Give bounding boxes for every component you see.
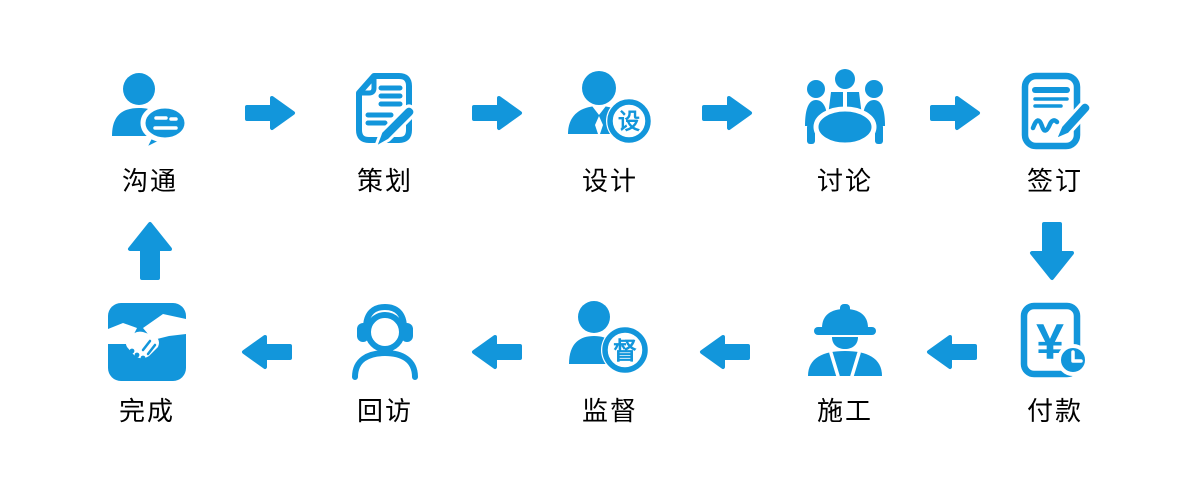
arrow-left-icon — [699, 332, 751, 372]
construction-worker-icon — [801, 298, 889, 386]
step-complete: 完成 — [77, 298, 217, 427]
step-signing: 签订 — [985, 68, 1125, 197]
step-discussion: 讨论 — [775, 68, 915, 197]
supervisor-badge-icon: 督 — [566, 298, 654, 386]
arrow-up-icon — [127, 221, 173, 281]
person-chat-icon — [106, 68, 194, 156]
design-badge-char: 设 — [618, 109, 640, 134]
step-construction: 施工 — [775, 298, 915, 427]
arrow-right-icon — [701, 93, 753, 133]
designer-badge-icon: 设 — [566, 68, 654, 156]
arrow-left-icon — [471, 332, 523, 372]
step-communication: 沟通 — [80, 68, 220, 197]
arrow-left-icon — [241, 332, 293, 372]
arrow-right-icon — [244, 93, 296, 133]
step-label: 沟通 — [121, 166, 178, 196]
arrow-right-icon — [929, 93, 981, 133]
step-payment: ¥ 付款 — [985, 298, 1125, 427]
arrow-left-icon — [926, 332, 978, 372]
arrow-down-icon — [1029, 221, 1075, 281]
meeting-table-icon — [801, 68, 889, 156]
step-label: 签订 — [1026, 166, 1083, 196]
step-label: 讨论 — [816, 166, 873, 196]
step-label: 施工 — [816, 396, 873, 426]
step-callback: 回访 — [315, 298, 455, 427]
step-label: 付款 — [1026, 396, 1083, 426]
handshake-icon — [103, 298, 191, 386]
step-design: 设 设计 — [540, 68, 680, 197]
step-label: 完成 — [118, 396, 175, 426]
step-planning: 策划 — [315, 68, 455, 197]
step-supervision: 督 监督 — [540, 298, 680, 427]
step-label: 设计 — [581, 166, 638, 196]
arrow-right-icon — [471, 93, 523, 133]
step-label: 回访 — [356, 396, 413, 426]
step-label: 监督 — [581, 396, 638, 426]
payment-clock-icon: ¥ — [1011, 298, 1099, 386]
document-pencil-icon — [341, 68, 429, 156]
supervision-badge-char: 督 — [613, 338, 637, 365]
headset-person-icon — [341, 298, 429, 386]
contract-pen-icon — [1011, 68, 1099, 156]
step-label: 策划 — [356, 166, 413, 196]
